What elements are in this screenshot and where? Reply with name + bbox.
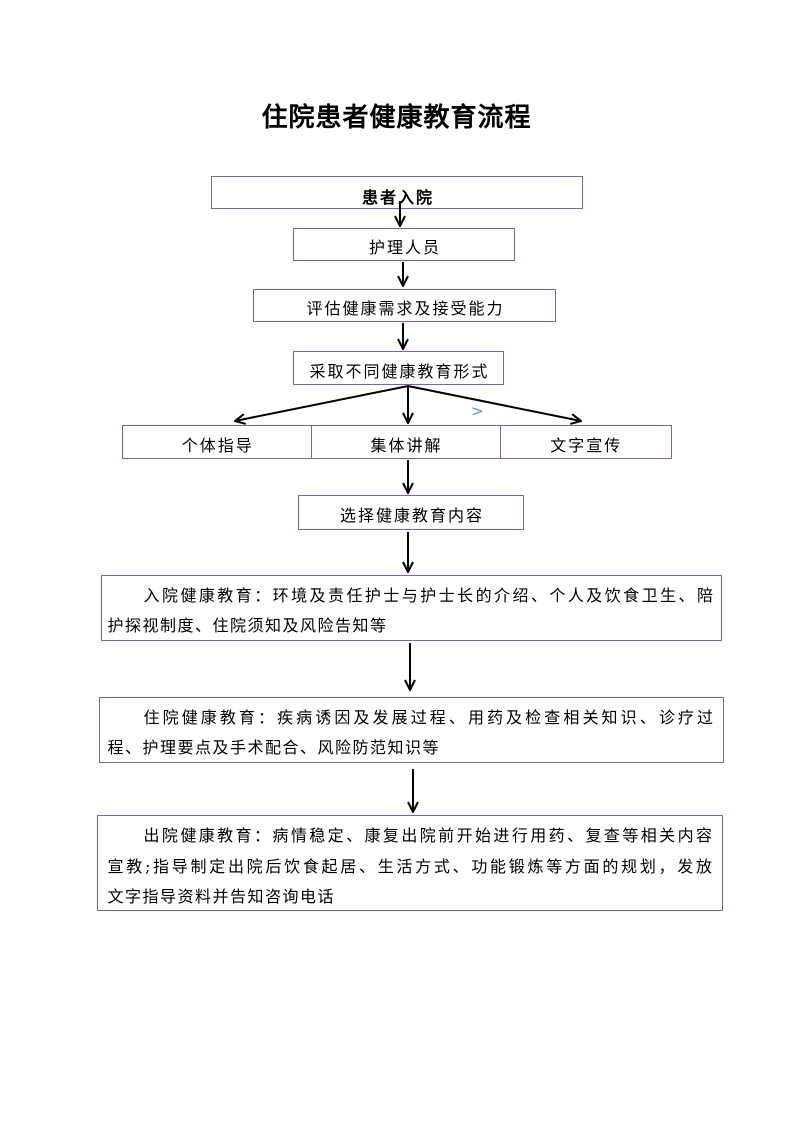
arrow-forms-to-individual <box>235 385 409 421</box>
discharge-education-line: 文字指导资料并告知咨询电话 <box>107 887 336 906</box>
step-education-forms-label: 采取不同健康教育形式 <box>309 361 490 381</box>
form-option-group-label: 集体讲解 <box>370 435 443 455</box>
inpatient-education-line: 住院健康教育：疾病诱因及发展过程、用药及检查相关知识、诊疗过 <box>143 708 715 727</box>
discharge-education-box: 出院健康教育：病情稳定、康复出院前开始进行用药、复查等相关内容 宣教;指导制定出… <box>97 815 723 911</box>
page-title: 住院患者健康教育流程 <box>261 103 532 133</box>
arrow-forms-to-written <box>407 385 581 421</box>
step-nursing-staff: 护理人员 <box>293 228 515 261</box>
inpatient-education-box: 住院健康教育：疾病诱因及发展过程、用药及检查相关知识、诊疗过 程、护理要点及手术… <box>99 697 724 763</box>
form-option-written-label: 文字宣传 <box>550 435 623 455</box>
step-patient-admission: 患者入院 <box>211 176 583 209</box>
admission-education-box: 入院健康教育：环境及责任护士与护士长的介绍、个人及饮食卫生、陪 护探视制度、住院… <box>101 575 722 641</box>
discharge-education-line: 出院健康教育：病情稳定、康复出院前开始进行用药、复查等相关内容 <box>143 826 714 845</box>
step-select-content-label: 选择健康教育内容 <box>339 506 484 525</box>
step-select-content: 选择健康教育内容 <box>298 495 524 530</box>
inpatient-education-line: 程、护理要点及手术配合、风险防范知识等 <box>107 738 441 757</box>
step-education-forms: 采取不同健康教育形式 <box>293 351 504 385</box>
step-patient-admission-label: 患者入院 <box>361 187 434 207</box>
education-form-options: 个体指导 集体讲解 文字宣传 <box>122 425 672 459</box>
step-assess-needs: 评估健康需求及接受能力 <box>253 289 556 322</box>
admission-education-line: 护探视制度、住院须知及风险告知等 <box>107 616 388 635</box>
form-option-written: 文字宣传 <box>499 426 671 458</box>
form-option-individual: 个体指导 <box>123 426 311 458</box>
discharge-education-line: 宣教;指导制定出院后饮食起居、生活方式、功能锻炼等方面的规划，发放 <box>107 856 714 876</box>
form-option-group: 集体讲解 <box>310 426 500 458</box>
form-option-individual-label: 个体指导 <box>181 435 254 455</box>
stray-mark: > <box>471 402 484 420</box>
step-assess-needs-label: 评估健康需求及接受能力 <box>306 299 505 318</box>
step-nursing-staff-label: 护理人员 <box>368 238 441 257</box>
admission-education-line: 入院健康教育：环境及责任护士与护士长的介绍、个人及饮食卫生、陪 <box>143 586 715 605</box>
